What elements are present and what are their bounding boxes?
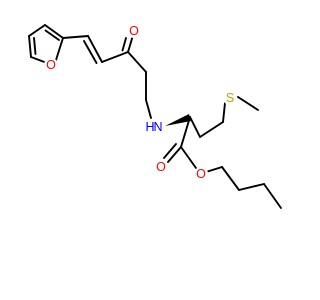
methionine-ester [163, 96, 282, 209]
bond-c5-o1 [55, 37, 64, 61]
bond-c2-c3-double [33, 37, 37, 55]
atom-h-amine: H [145, 120, 154, 134]
bond-vinyl-double [83, 40, 98, 64]
atom-o-carbonyl: O [156, 160, 166, 174]
bond-vinyl [87, 35, 103, 63]
bond-carbonyl-oester [180, 146, 197, 169]
bond-c3-c4 [28, 24, 46, 37]
bond-o1-c2 [30, 56, 48, 64]
enone-chain [62, 35, 152, 119]
atom-o-ketone: O [129, 24, 139, 38]
atom-labels: O O N H S O O [44, 24, 237, 181]
bond-cb-cg [199, 121, 224, 138]
bond-ca-carbonyl [180, 116, 191, 148]
furan-ring [28, 24, 64, 64]
bond-ch2-nitrogen [145, 99, 152, 119]
bond-butyl-c2-c3 [238, 183, 265, 191]
bond-c4-c5-double [44, 29, 60, 41]
bond-sulfur-methyl [237, 96, 259, 111]
atom-n-amine: N [153, 120, 162, 134]
bond-oester-c1 [205, 166, 223, 173]
bond-furan-vinyl [62, 35, 89, 39]
wedge-bond-n-ca [165, 114, 191, 126]
bond-cg-sulfur [222, 102, 226, 123]
atom-s-thioether: S [226, 91, 234, 105]
bond-vinyl-carbonyl [101, 51, 129, 63]
atom-o-furan: O [46, 58, 56, 72]
bond-ketone-co-double [121, 37, 127, 52]
bond-carbonyl-ch2 [127, 51, 147, 73]
bond-c4-c5 [44, 24, 64, 39]
bond-butyl-c3-c4 [263, 183, 282, 209]
bond-ketone-co [127, 36, 134, 53]
molecule-structure: O O N H S O O [28, 24, 282, 209]
bond-c2-c3 [28, 35, 32, 58]
bond-butyl-c1-c2 [221, 166, 240, 191]
atom-o-ester: O [196, 167, 206, 181]
bond-ester-co-double [163, 143, 177, 159]
bond-ester-co [167, 146, 182, 163]
bond-ca-cb [189, 116, 201, 138]
